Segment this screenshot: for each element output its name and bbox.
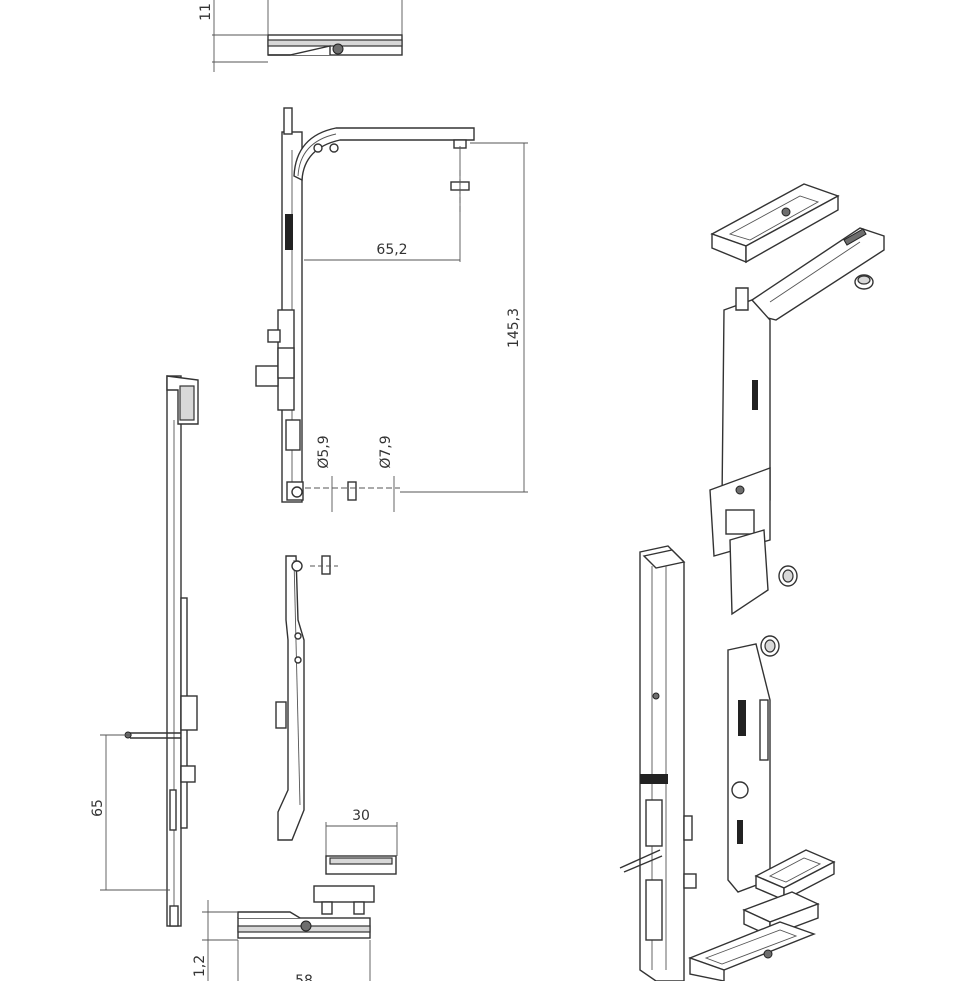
bottom-bracket	[202, 900, 371, 981]
dim-65-2: 65,2	[376, 242, 407, 258]
corner-arm	[255, 107, 475, 503]
dim-65-lines	[100, 734, 170, 891]
dim-65-2-lines	[304, 146, 461, 262]
dim-145-3: 145,3	[506, 308, 522, 348]
top-bracket	[212, 0, 403, 72]
exploded-view	[619, 183, 885, 981]
dim-58: 58	[295, 973, 313, 981]
block-30	[313, 822, 398, 915]
dim-1-2: 1,2	[192, 955, 208, 977]
dim-30: 30	[352, 808, 370, 824]
dim-11: 11	[198, 3, 214, 21]
dim-dia-5-9: Ø5,9	[316, 435, 332, 468]
dim-dia-7-9: Ø7,9	[378, 435, 394, 468]
dim-65: 65	[90, 799, 106, 817]
dim-diameter-lines	[305, 476, 400, 512]
left-long-bar	[124, 375, 199, 927]
dim-145-3-lines	[400, 142, 528, 493]
middle-strip	[275, 555, 338, 841]
